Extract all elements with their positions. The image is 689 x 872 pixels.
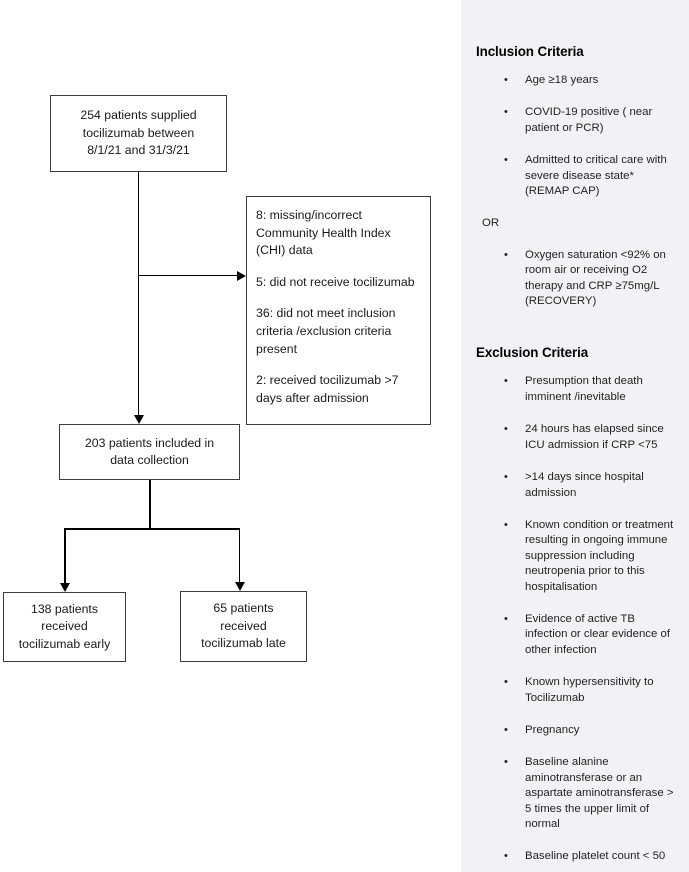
exclusion-criteria-item-text: Baseline alanine aminotransferase or an …: [525, 756, 674, 830]
exclusion-criteria-heading: Exclusion Criteria: [476, 345, 589, 361]
patient-flow-diagram: 254 patients supplied tocilizumab betwee…: [3, 95, 431, 662]
flow-node-supplied-line-3: 8/1/21 and 31/3/21: [87, 143, 190, 158]
exclusion-criteria-item: • Presumption that death imminent /inevi…: [473, 374, 679, 405]
bullet-icon: •: [504, 106, 508, 119]
exclusion-criteria-item: • Baseline platelet count < 50: [473, 849, 679, 864]
inclusion-criteria-item-text: Admitted to critical care with severe di…: [525, 154, 667, 198]
flow-node-late-line-3: tocilizumab late: [201, 636, 286, 651]
inclusion-criteria-item-text: Age ≥18 years: [525, 74, 599, 86]
flow-node-tocilizumab-early: 138 patients received tocilizumab early: [3, 592, 126, 662]
exclusion-reason-item: 36: did not meet inclusion criteria /exc…: [256, 306, 396, 356]
flow-node-early-line-2: received: [41, 619, 88, 634]
exclusion-criteria-item-text: Known condition or treatment resulting i…: [525, 518, 674, 593]
criteria-panel: Inclusion Criteria • Age ≥18 years • COV…: [461, 0, 689, 872]
exclusion-reason-item: 5: did not receive tocilizumab: [256, 274, 415, 289]
arrowhead-down-icon: [234, 582, 245, 591]
bullet-icon: •: [504, 756, 508, 769]
connector-vertical-main: [137, 172, 140, 418]
exclusion-criteria-item-text: >14 days since hospital admission: [525, 471, 644, 499]
inclusion-criteria-item: • COVID-19 positive ( near patient or PC…: [473, 105, 679, 136]
connector-drop-late: [238, 528, 241, 585]
flow-node-tocilizumab-late: 65 patients received tocilizumab late: [180, 591, 307, 662]
flow-node-early-line-3: tocilizumab early: [18, 636, 111, 651]
flow-node-included-line-1: 203 patients included in: [84, 435, 215, 450]
arrowhead-right-icon: [237, 270, 246, 281]
exclusion-criteria-item: • >14 days since hospital admission: [473, 470, 679, 501]
flow-node-supplied-line-1: 254 patients supplied: [80, 108, 197, 123]
bullet-icon: •: [504, 518, 508, 531]
bullet-icon: •: [504, 375, 508, 388]
bullet-icon: •: [504, 154, 508, 167]
flow-node-late-line-1: 65 patients: [213, 601, 274, 616]
flow-node-exclusion-reasons: 8: missing/incorrect Community Health In…: [246, 196, 431, 425]
exclusion-criteria-item-text: Evidence of active TB infection or clear…: [525, 612, 670, 656]
exclusion-reason-item: 8: missing/incorrect Community Health In…: [256, 208, 391, 258]
inclusion-criteria-item: • Age ≥18 years: [473, 73, 679, 88]
connector-vertical-split: [149, 480, 151, 529]
bullet-icon: •: [504, 850, 508, 863]
bullet-icon: •: [504, 248, 508, 261]
exclusion-criteria-item-text: Known hypersensitivity to Tocilizumab: [525, 676, 654, 704]
flow-node-patients-included: 203 patients included in data collection: [59, 424, 240, 480]
arrowhead-down-icon: [60, 583, 70, 592]
connector-branch-to-exclusions: [137, 274, 238, 277]
connector-horizontal-split: [64, 528, 240, 530]
inclusion-criteria-list: • Age ≥18 years • COVID-19 positive ( ne…: [473, 73, 679, 199]
exclusion-criteria-item: • Baseline alanine aminotransferase or a…: [473, 755, 679, 832]
exclusion-criteria-item: • Evidence of active TB infection or cle…: [473, 612, 679, 658]
bullet-icon: •: [504, 676, 508, 689]
exclusion-criteria-item: • Pregnancy: [473, 723, 679, 738]
flow-node-late-line-2: received: [220, 618, 267, 633]
connector-drop-early: [64, 528, 66, 586]
inclusion-criteria-item-text: COVID-19 positive ( near patient or PCR): [525, 106, 653, 134]
inclusion-criteria-heading: Inclusion Criteria: [476, 44, 584, 59]
flow-node-patients-supplied: 254 patients supplied tocilizumab betwee…: [50, 95, 227, 172]
inclusion-criteria-item: • Admitted to critical care with severe …: [473, 153, 679, 199]
inclusion-criteria-item: • Oxygen saturation <92% on room air or …: [473, 248, 679, 310]
flow-node-supplied-line-2: tocilizumab between: [82, 125, 195, 140]
bullet-icon: •: [504, 423, 508, 436]
or-separator-label: OR: [482, 217, 500, 230]
inclusion-criteria-item-text: Oxygen saturation <92% on room air or re…: [525, 248, 666, 308]
exclusion-criteria-list: • Presumption that death imminent /inevi…: [473, 374, 679, 864]
exclusion-criteria-item-text: Baseline platelet count < 50: [525, 850, 666, 863]
flow-node-included-line-2: data collection: [110, 453, 189, 467]
exclusion-criteria-item-text: Pregnancy: [525, 723, 580, 736]
bullet-icon: •: [504, 612, 508, 625]
exclusion-criteria-item: • 24 hours has elapsed since ICU admissi…: [473, 422, 679, 453]
bullet-icon: •: [504, 74, 508, 86]
exclusion-criteria-item-text: Presumption that death imminent /inevita…: [525, 375, 643, 403]
exclusion-criteria-item-text: 24 hours has elapsed since ICU admission…: [525, 423, 664, 451]
arrowhead-down-icon: [133, 415, 144, 424]
exclusion-criteria-item: • Known hypersensitivity to Tocilizumab: [473, 675, 679, 706]
exclusion-criteria-item: • Known condition or treatment resulting…: [473, 518, 679, 595]
bullet-icon: •: [504, 471, 508, 484]
exclusion-reason-item: 2: received tocilizumab >7 days after ad…: [256, 373, 399, 405]
bullet-icon: •: [504, 723, 508, 736]
flow-node-early-line-1: 138 patients: [30, 601, 98, 616]
inclusion-criteria-list-alt: • Oxygen saturation <92% on room air or …: [473, 248, 679, 310]
